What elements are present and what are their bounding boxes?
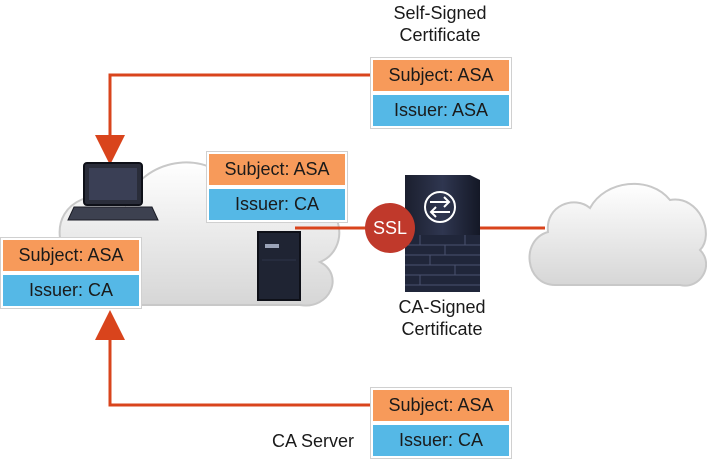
certificate-subject: Subject: ASA	[207, 152, 347, 187]
certificate-issuer: Issuer: CA	[371, 423, 511, 458]
certificate-self-signed: Subject: ASA Issuer: ASA	[370, 57, 512, 129]
ssl-label: SSL	[372, 217, 408, 238]
ssl-badge: SSL	[365, 203, 415, 253]
arrow-self-signed	[95, 73, 370, 165]
certificate-cloud: Subject: ASA Issuer: CA	[206, 151, 348, 223]
certificate-issuer: Issuer: CA	[1, 273, 141, 308]
cloud-right	[528, 182, 707, 287]
ca-signed-label: CA-Signed Certificate	[398, 297, 486, 339]
certificate-ca-signed: Subject: ASA Issuer: CA	[370, 387, 512, 459]
certificate-issuer: Issuer: CA	[207, 187, 347, 222]
certificate-subject: Subject: ASA	[371, 388, 511, 423]
laptop-icon	[67, 162, 159, 221]
certificate-laptop: Subject: ASA Issuer: CA	[0, 237, 142, 309]
self-signed-label: Self-Signed Certificate	[393, 3, 487, 45]
arrow-ca-signed	[95, 310, 370, 407]
server-icon	[257, 231, 301, 301]
certificate-subject: Subject: ASA	[371, 58, 511, 93]
ca-server-label: CA Server	[271, 431, 355, 451]
firewall-icon	[405, 175, 480, 292]
certificate-issuer: Issuer: ASA	[371, 93, 511, 128]
certificate-subject: Subject: ASA	[1, 238, 141, 273]
